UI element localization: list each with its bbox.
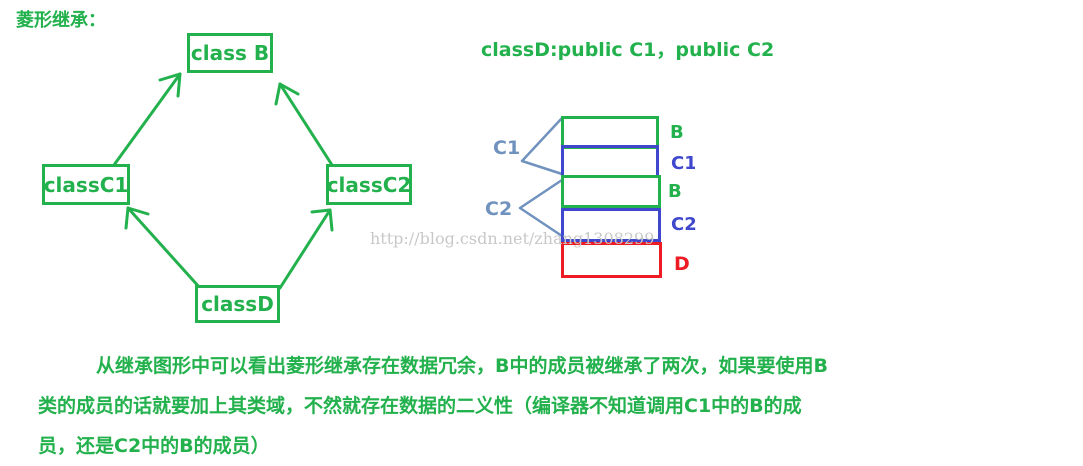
layout-label-d: D — [674, 253, 690, 275]
arrowhead-d-to-c2 — [310, 208, 334, 232]
arrow-c1-to-b — [112, 72, 182, 167]
inheritance-arrows — [112, 72, 563, 290]
arrow-d-to-c2 — [278, 208, 332, 290]
layout-label-c2: C2 — [671, 214, 697, 235]
explanation-line-2: 类的成员的话就要加上其类域，不然就存在数据的二义性（编译器不知道调用C1中的B的… — [38, 395, 802, 417]
explanation-line-3: 员，还是C2中的B的成员） — [38, 435, 270, 457]
arrowhead-c2-to-b — [274, 82, 300, 106]
layout-label-b2: B — [668, 181, 682, 202]
layout-block-b2 — [561, 175, 661, 208]
arrowhead-d-to-c1 — [124, 206, 150, 230]
brace-label-c2: C2 — [485, 198, 513, 220]
brace-label-c1: C1 — [493, 137, 521, 159]
node-class-d: classD — [195, 285, 280, 323]
layout-label-b1: B — [670, 122, 684, 143]
watermark-url: http://blog.csdn.net/zhang1308299 — [370, 229, 655, 248]
layout-block-c2 — [561, 208, 661, 242]
arrowhead-c1-to-b — [158, 72, 182, 98]
arrow-c2-to-b — [278, 82, 334, 167]
layout-block-c1 — [561, 145, 659, 178]
arrow-d-to-c1 — [126, 206, 202, 290]
layout-block-d — [561, 242, 662, 278]
node-class-c1: classC1 — [42, 164, 130, 205]
class-declaration: classD:public C1，public C2 — [481, 39, 775, 61]
explanation-line-1: 从继承图形中可以看出菱形继承存在数据冗余，B中的成员被继承了两次，如果要使用B — [96, 355, 828, 377]
layout-label-c1: C1 — [671, 153, 695, 174]
node-class-c2: classC2 — [326, 164, 412, 205]
brace-c2 — [518, 178, 563, 238]
brace-c1 — [520, 117, 563, 176]
explanation-paragraph: 从继承图形中可以看出菱形继承存在数据冗余，B中的成员被继承了两次，如果要使用B … — [38, 346, 878, 466]
node-class-b: class B — [187, 33, 273, 73]
diagram-title: 菱形继承： — [16, 10, 106, 31]
